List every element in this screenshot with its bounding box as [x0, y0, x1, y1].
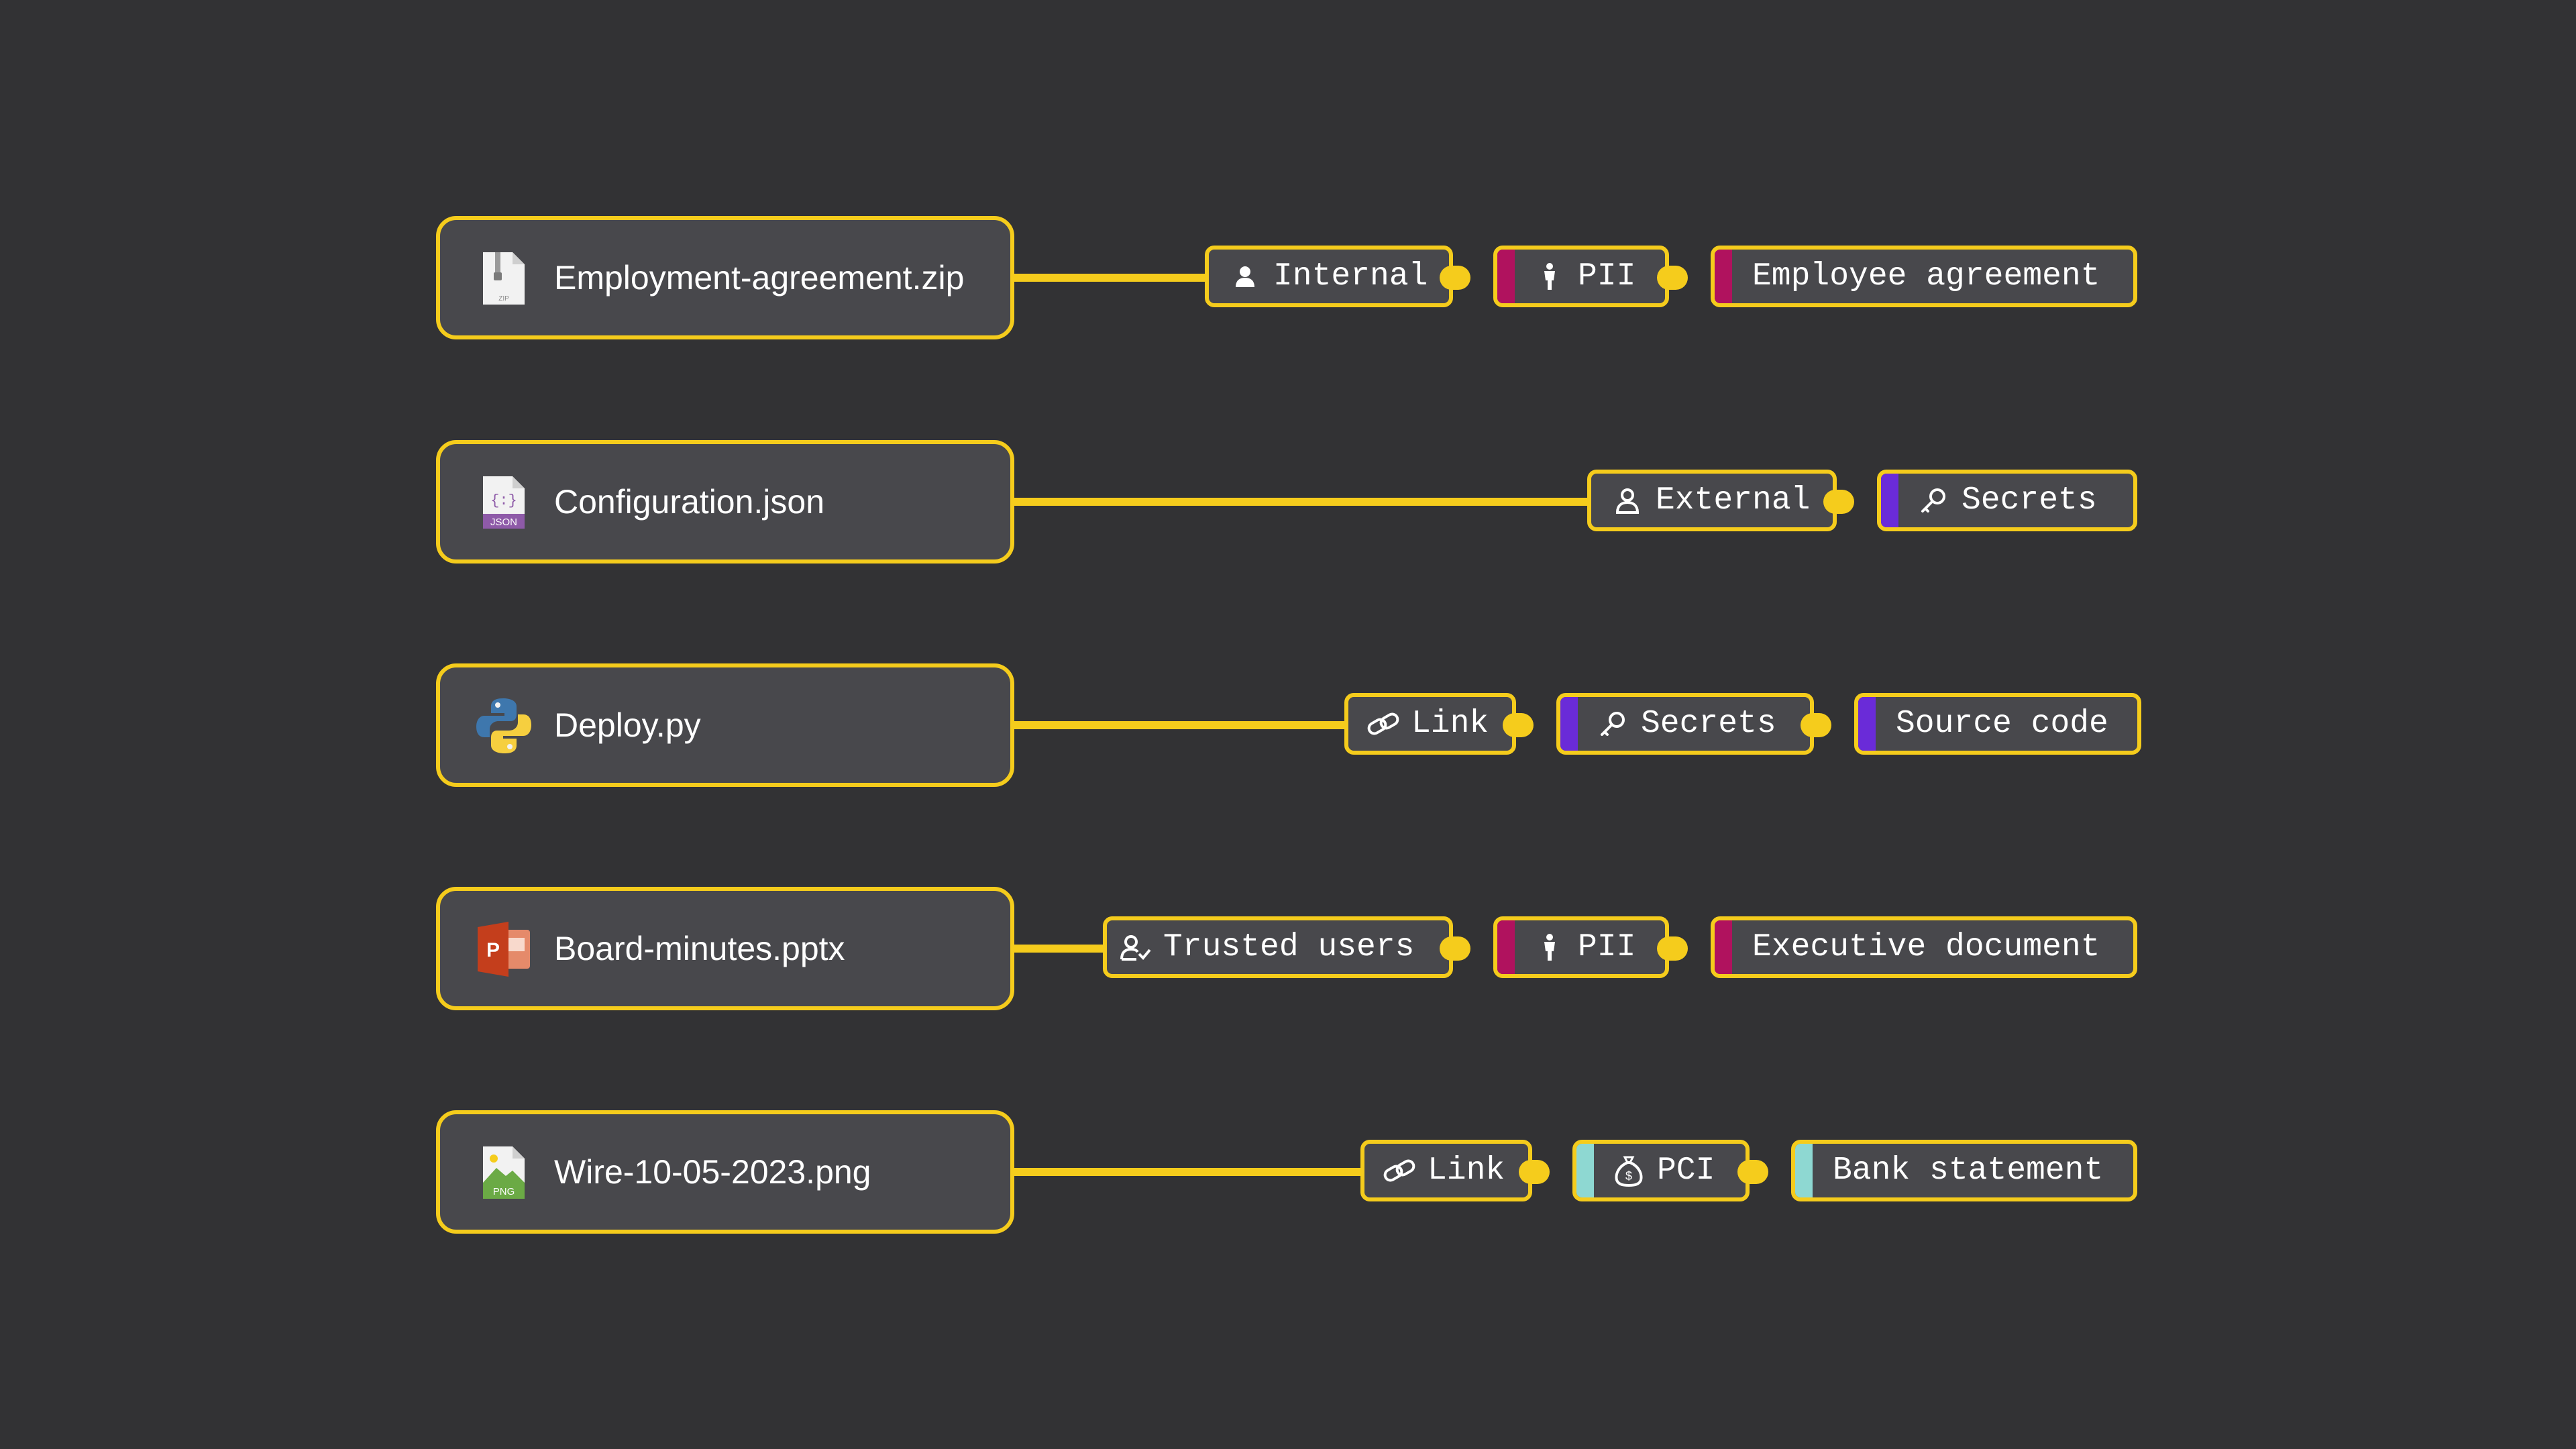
tag-pii[interactable]: PII	[1493, 246, 1669, 307]
tag-connector	[1801, 713, 1831, 737]
file-name: Employment-agreement.zip	[554, 259, 965, 297]
powerpoint-icon: P	[474, 919, 534, 979]
connector-line	[1006, 274, 1208, 282]
png-file-icon: PNG	[474, 1142, 534, 1203]
file-row: {:} JSON Configuration.json External Sec…	[0, 440, 2576, 564]
svg-text:PNG: PNG	[493, 1186, 515, 1197]
file-name: Wire-10-05-2023.png	[554, 1153, 871, 1191]
tag-label: PII	[1578, 258, 1636, 294]
tag-pci[interactable]: $ PCI	[1572, 1140, 1750, 1201]
tag-connector	[1440, 266, 1470, 290]
tag-connector	[1440, 936, 1470, 961]
connector-line	[1006, 945, 1114, 953]
zip-file-icon: ZIP	[474, 248, 534, 309]
tag-label: External	[1656, 482, 1811, 519]
tag-pii[interactable]: PII	[1493, 916, 1669, 978]
tag-internal[interactable]: Internal	[1205, 246, 1453, 307]
file-row: P Board-minutes.pptx Trusted users PII E…	[0, 887, 2576, 1010]
tag-connector	[1519, 1160, 1550, 1184]
connector-line	[1006, 498, 1597, 506]
tag-external[interactable]: External	[1587, 470, 1837, 531]
tag-category[interactable]: Employee agreement	[1711, 246, 2137, 307]
file-row: ZIP Employment-agreement.zip Internal PI…	[0, 216, 2576, 339]
tag-category[interactable]: Bank statement	[1791, 1140, 2137, 1201]
category-color-bar	[1858, 697, 1876, 751]
key-icon	[1915, 482, 1952, 519]
tag-link[interactable]: Link	[1360, 1140, 1532, 1201]
svg-text:{:}: {:}	[490, 492, 517, 509]
tag-connector	[1657, 266, 1688, 290]
file-name: Configuration.json	[554, 483, 825, 521]
tag-label: Executive document	[1752, 929, 2100, 965]
tag-label: Internal	[1273, 258, 1428, 294]
tag-link[interactable]: Link	[1344, 693, 1516, 755]
user-check-icon	[1116, 928, 1154, 966]
person-standing-icon	[1531, 258, 1568, 295]
money-bag-icon: $	[1610, 1152, 1648, 1189]
svg-text:JSON: JSON	[490, 517, 517, 528]
tag-connector	[1503, 713, 1534, 737]
file-card[interactable]: PNG Wire-10-05-2023.png	[436, 1110, 1014, 1234]
file-row: PNG Wire-10-05-2023.png Link $ PCI Bank …	[0, 1110, 2576, 1234]
json-file-icon: {:} JSON	[474, 472, 534, 533]
python-icon	[474, 696, 534, 756]
file-name: Deploy.py	[554, 706, 701, 744]
file-card[interactable]: Deploy.py	[436, 663, 1014, 787]
tag-connector	[1657, 936, 1688, 961]
person-standing-icon	[1531, 928, 1568, 966]
category-color-bar	[1576, 1144, 1594, 1197]
file-card[interactable]: P Board-minutes.pptx	[436, 887, 1014, 1010]
category-color-bar	[1715, 920, 1732, 974]
person-filled-icon	[1226, 258, 1264, 295]
tag-label: Trusted users	[1163, 929, 1415, 965]
category-color-bar	[1560, 697, 1578, 751]
svg-text:ZIP: ZIP	[498, 295, 509, 303]
svg-text:P: P	[486, 939, 500, 961]
tag-label: Source code	[1896, 706, 2108, 742]
file-card[interactable]: ZIP Employment-agreement.zip	[436, 216, 1014, 339]
tag-label: Employee agreement	[1752, 258, 2100, 294]
tag-connector	[1737, 1160, 1768, 1184]
category-color-bar	[1497, 250, 1515, 303]
svg-text:$: $	[1625, 1169, 1632, 1183]
tag-label: Secrets	[1962, 482, 2097, 519]
tag-category[interactable]: Source code	[1854, 693, 2141, 755]
file-row: Deploy.py Link Secrets Source code	[0, 663, 2576, 787]
tag-label: PCI	[1657, 1152, 1715, 1189]
tag-connector	[1823, 490, 1854, 514]
link-icon	[1381, 1152, 1418, 1189]
category-color-bar	[1497, 920, 1515, 974]
category-color-bar	[1795, 1144, 1813, 1197]
connector-line	[1006, 1168, 1368, 1176]
tag-label: Bank statement	[1833, 1152, 2104, 1189]
category-color-bar	[1881, 474, 1898, 527]
connector-line	[1006, 721, 1355, 729]
tag-secrets[interactable]: Secrets	[1877, 470, 2137, 531]
link-icon	[1364, 705, 1402, 743]
tag-label: Link	[1428, 1152, 1505, 1189]
category-color-bar	[1715, 250, 1732, 303]
tag-trusted-users[interactable]: Trusted users	[1103, 916, 1453, 978]
tag-label: Link	[1411, 706, 1489, 742]
file-card[interactable]: {:} JSON Configuration.json	[436, 440, 1014, 564]
person-outline-icon	[1609, 482, 1646, 519]
tag-label: PII	[1578, 929, 1636, 965]
key-icon	[1594, 705, 1631, 743]
tag-label: Secrets	[1641, 706, 1776, 742]
tag-category[interactable]: Executive document	[1711, 916, 2137, 978]
file-name: Board-minutes.pptx	[554, 930, 845, 967]
tag-secrets[interactable]: Secrets	[1556, 693, 1814, 755]
